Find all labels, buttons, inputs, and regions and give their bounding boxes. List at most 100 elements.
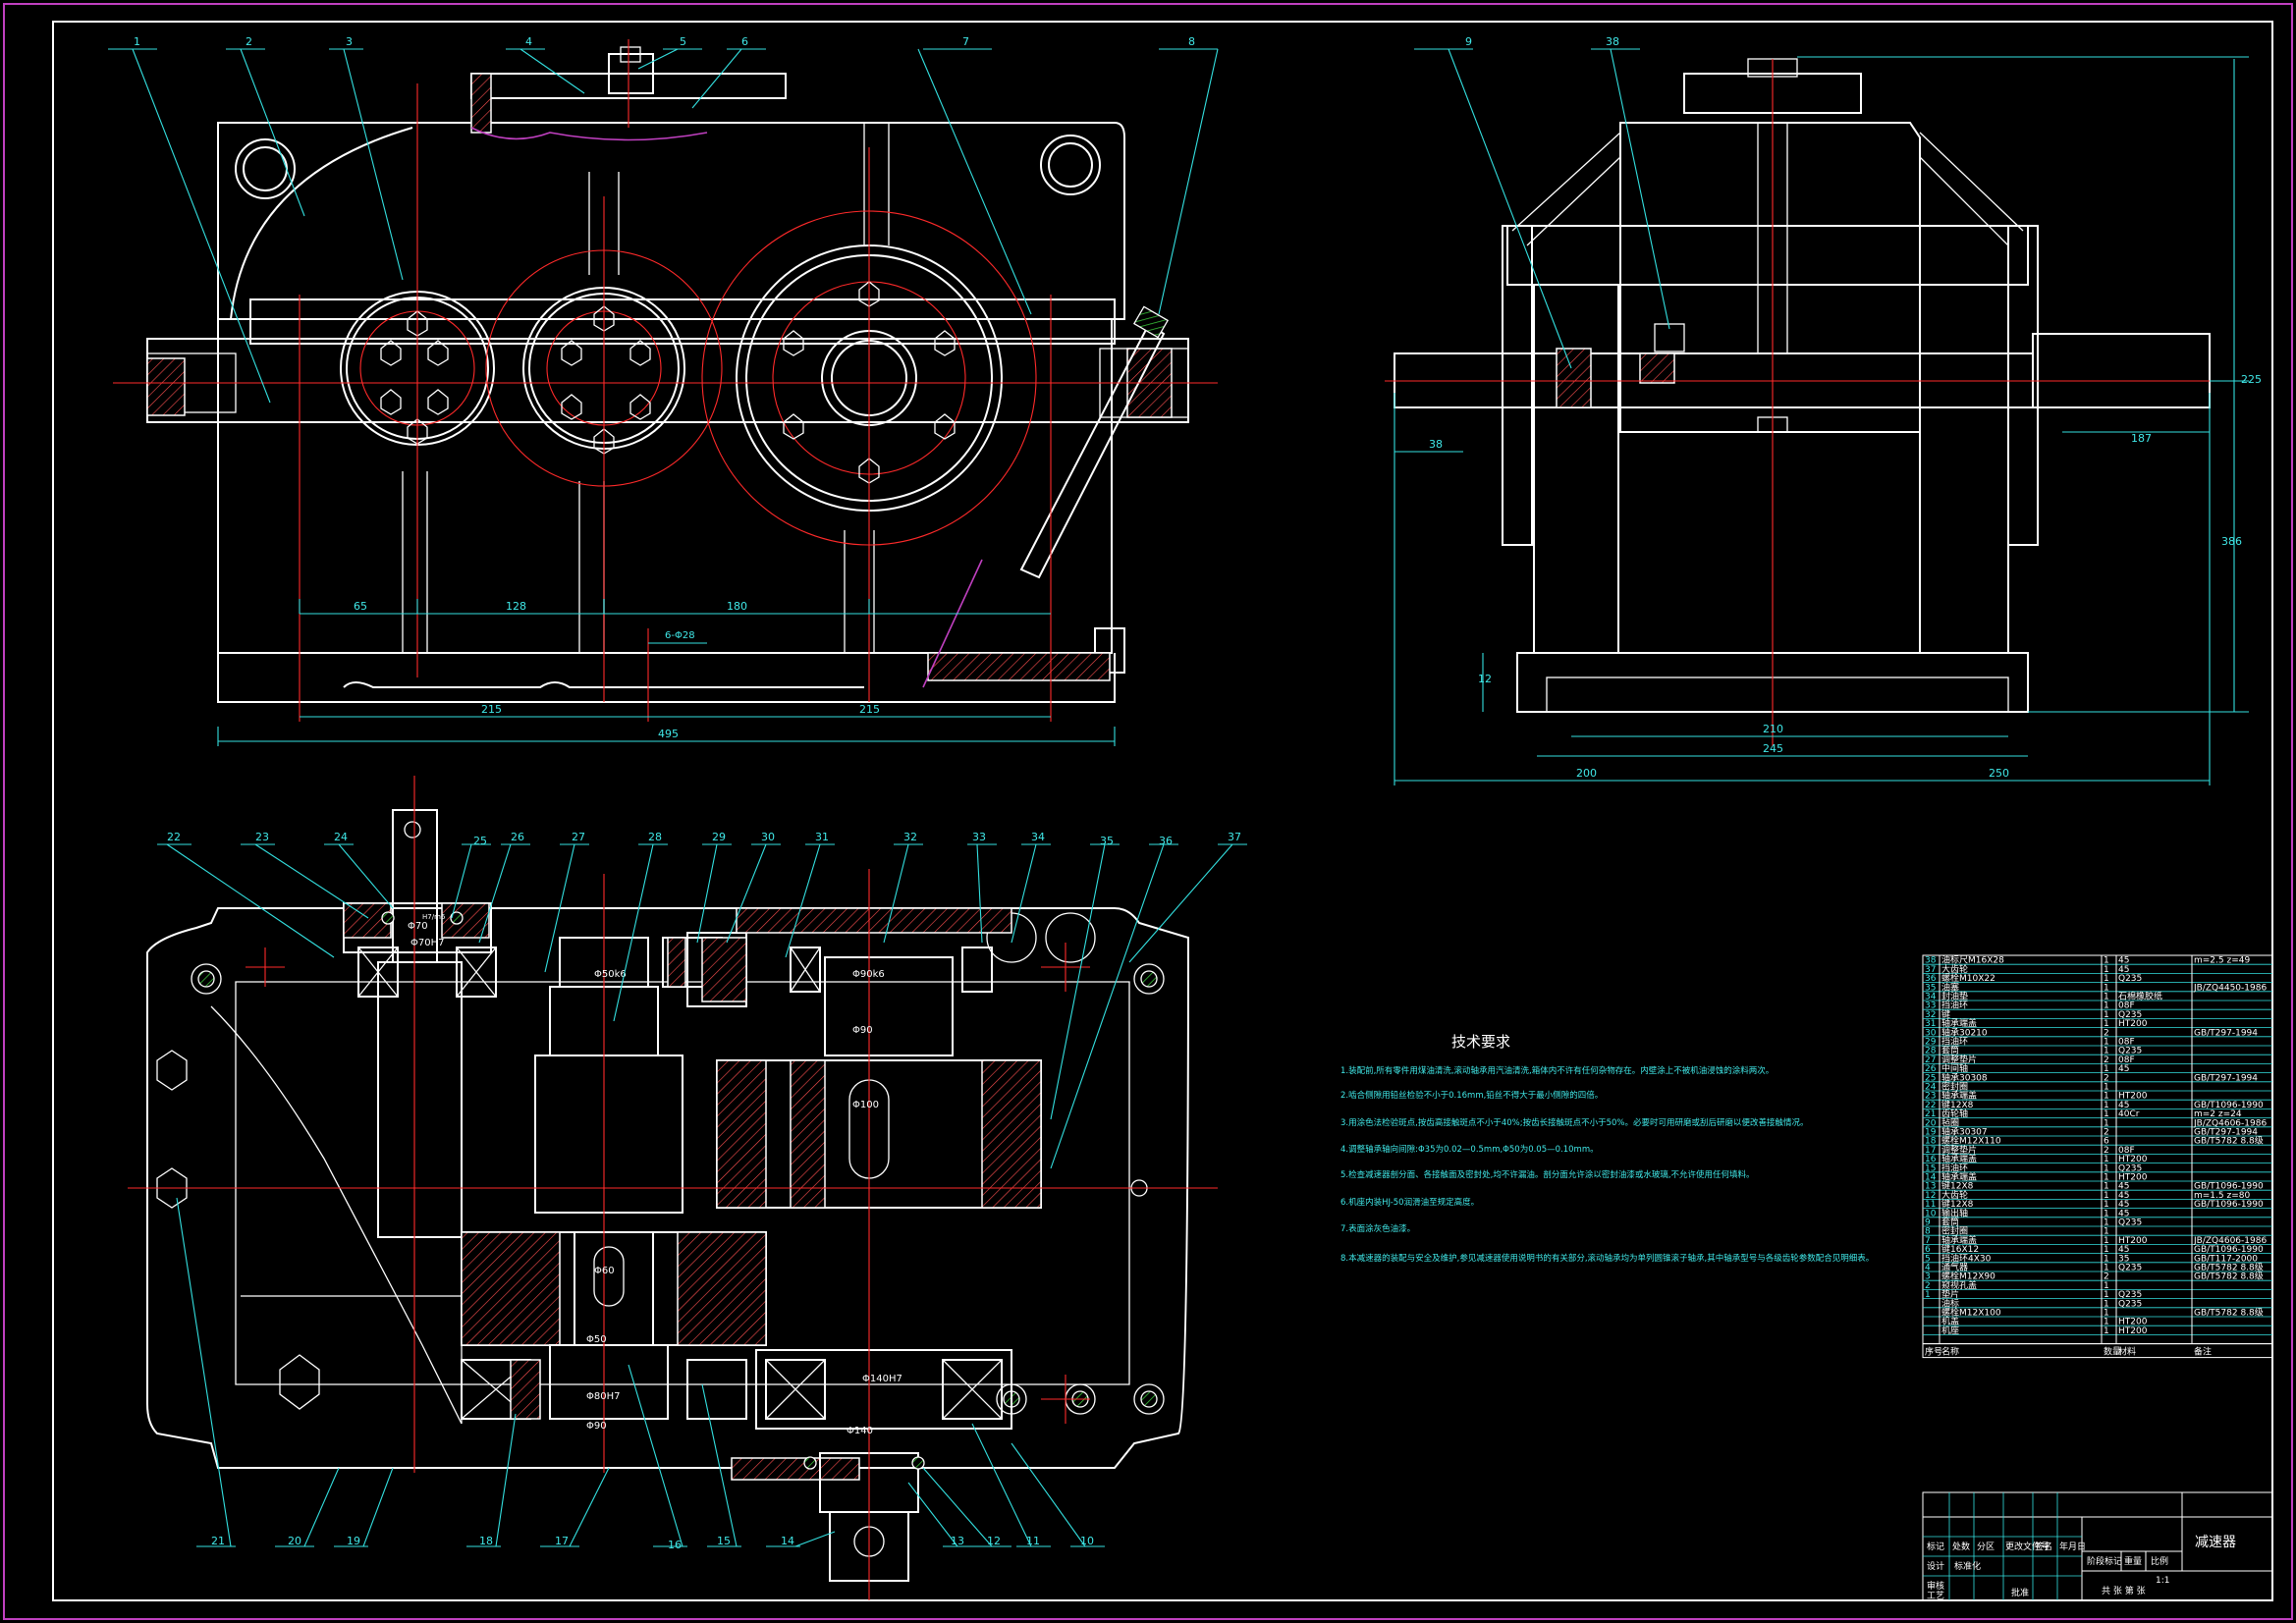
parts-cell-qty: 1 bbox=[2104, 1001, 2109, 1011]
parts-cell-no: 35 bbox=[1925, 983, 1936, 993]
drawing-title: 减速器 bbox=[2195, 1535, 2236, 1550]
parts-cell-qty: 1 bbox=[2104, 1191, 2109, 1201]
balloon-7: 7 bbox=[962, 35, 969, 48]
parts-cell-no: 36 bbox=[1925, 974, 1937, 984]
parts-cell-note: GB/T1096-1990 bbox=[2194, 1200, 2264, 1210]
parts-header-mat: 材料 bbox=[2118, 1346, 2136, 1358]
balloon-24: 24 bbox=[334, 831, 348, 843]
parts-cell-qty: 1 bbox=[2104, 1236, 2109, 1246]
fit-label-7: Φ60 bbox=[594, 1266, 615, 1276]
parts-cell-qty: 1 bbox=[2104, 1092, 2109, 1102]
parts-cell-name: 挡油环 bbox=[1941, 1162, 1968, 1173]
parts-cell-no: 14 bbox=[1925, 1173, 1937, 1183]
balloon-21: 21 bbox=[211, 1535, 225, 1547]
parts-cell-name: 螺栓M10X22 bbox=[1941, 972, 1995, 984]
parts-cell-name: 轴承端盖 bbox=[1941, 1171, 1977, 1183]
parts-cell-qty: 6 bbox=[2104, 1137, 2109, 1147]
parts-cell-no: 23 bbox=[1925, 1092, 1936, 1102]
parts-cell-qty: 1 bbox=[2104, 1245, 2109, 1255]
tb-process: 工艺 bbox=[1927, 1591, 1944, 1601]
tech-req-item-6: 6.机座内装HJ-50润滑油至规定高度。 bbox=[1340, 1197, 1479, 1208]
technical-requirements: 技术要求 1.装配前,所有零件用煤油清洗,滚动轴承用汽油清洗,箱体内不许有任何杂… bbox=[1340, 1033, 1874, 1264]
balloon-23: 23 bbox=[255, 831, 269, 843]
parts-cell-note: GB/T117-2000 bbox=[2194, 1254, 2258, 1264]
balloon-6: 6 bbox=[741, 35, 748, 48]
parts-cell-mat: 45 bbox=[2118, 1191, 2129, 1201]
parts-cell-qty: 1 bbox=[2104, 1118, 2109, 1128]
fit-label-4: Φ90k6 bbox=[852, 969, 885, 980]
parts-cell-no: 8 bbox=[1925, 1227, 1931, 1237]
balloon-18: 18 bbox=[479, 1535, 493, 1547]
parts-cell-no: 13 bbox=[1925, 1182, 1936, 1192]
parts-cell-no: 10 bbox=[1925, 1209, 1937, 1218]
balloon-9: 9 bbox=[1465, 35, 1472, 48]
parts-cell-name: 窥视孔盖 bbox=[1941, 1279, 1977, 1291]
balloon-31: 31 bbox=[815, 831, 829, 843]
parts-cell-qty: 1 bbox=[2104, 1209, 2109, 1218]
balloon-27: 27 bbox=[572, 831, 585, 843]
tb-date: 年月日 bbox=[2059, 1541, 2086, 1552]
tech-req-item-2: 2.啮合侧隙用铅丝检验不小于0.16mm,铅丝不得大于最小侧隙的四倍。 bbox=[1340, 1090, 1603, 1101]
parts-cell-qty: 1 bbox=[2104, 1109, 2109, 1119]
tb-review: 审核 bbox=[1927, 1580, 1944, 1592]
parts-cell-qty: 1 bbox=[2104, 1218, 2109, 1228]
parts-cell-note: m=1.5 z=80 bbox=[2194, 1191, 2250, 1201]
tb-zone: 分区 bbox=[1977, 1542, 1995, 1552]
parts-cell-note: GB/T297-1994 bbox=[2194, 1073, 2258, 1083]
parts-cell-name: 油塞 bbox=[1941, 981, 1959, 993]
parts-cell-qty: 1 bbox=[2104, 1309, 2109, 1319]
parts-cell-note: JB/ZQ4606-1986 bbox=[2193, 1118, 2267, 1128]
parts-cell-qty: 1 bbox=[2104, 1155, 2109, 1164]
parts-cell-name: 轴承端盖 bbox=[1941, 1234, 1977, 1246]
balloon-3: 3 bbox=[346, 35, 353, 48]
balloon-32: 32 bbox=[903, 831, 917, 843]
parts-cell-qty: 1 bbox=[2104, 956, 2109, 966]
tb-design: 设计 bbox=[1927, 1560, 1944, 1572]
parts-cell-qty: 1 bbox=[2104, 1254, 2109, 1264]
parts-cell-no: 3 bbox=[1925, 1272, 1931, 1282]
fit-label-12: Φ140 bbox=[847, 1426, 873, 1436]
parts-cell-note: GB/T5782 8.8级 bbox=[2194, 1307, 2264, 1319]
fit-label-1: Φ70 bbox=[408, 921, 428, 932]
side-dim-200: 200 bbox=[1576, 767, 1597, 780]
parts-cell-no: 34 bbox=[1925, 993, 1937, 1002]
parts-cell-no: 25 bbox=[1925, 1073, 1936, 1083]
parts-cell-mat: HT200 bbox=[2118, 1092, 2148, 1102]
fit-label-11: Φ140H7 bbox=[862, 1374, 902, 1384]
parts-cell-name: 挡油环 bbox=[1941, 1036, 1968, 1048]
parts-cell-name: 毡圈 bbox=[1941, 1116, 1959, 1128]
parts-cell-note: GB/T297-1994 bbox=[2194, 1028, 2258, 1038]
parts-header-no: 序号 bbox=[1925, 1346, 1942, 1358]
side-dim-38: 38 bbox=[1429, 438, 1443, 451]
balloon-1: 1 bbox=[134, 35, 140, 48]
parts-cell-name: 挡油环4X30 bbox=[1941, 1252, 1992, 1264]
parts-cell-no: 32 bbox=[1925, 1010, 1936, 1020]
parts-cell-no: 20 bbox=[1925, 1118, 1937, 1128]
parts-cell-qty: 1 bbox=[2104, 1227, 2109, 1237]
parts-cell-no: 24 bbox=[1925, 1083, 1937, 1093]
parts-cell-mat: HT200 bbox=[2118, 1318, 2148, 1327]
tech-req-title: 技术要求 bbox=[1451, 1033, 1510, 1051]
parts-cell-note: GB/T5782 8.8级 bbox=[2194, 1135, 2264, 1147]
parts-cell-qty: 1 bbox=[2104, 1326, 2109, 1336]
parts-cell-qty: 1 bbox=[2104, 1083, 2109, 1093]
parts-cell-qty: 1 bbox=[2104, 1318, 2109, 1327]
parts-cell-no: 17 bbox=[1925, 1146, 1936, 1156]
parts-cell-no: 7 bbox=[1925, 1236, 1931, 1246]
balloon-34: 34 bbox=[1031, 831, 1045, 843]
parts-cell-mat: Q235 bbox=[2118, 974, 2142, 984]
balloon-37: 37 bbox=[1228, 831, 1241, 843]
parts-cell-name: 密封圈 bbox=[1941, 1225, 1968, 1237]
parts-cell-mat: Q235 bbox=[2118, 1290, 2142, 1300]
parts-cell-no: 15 bbox=[1925, 1163, 1936, 1173]
parts-cell-mat: HT200 bbox=[2118, 1236, 2148, 1246]
balloon-5: 5 bbox=[680, 35, 686, 48]
parts-cell-name: 螺栓M12X90 bbox=[1941, 1271, 1995, 1282]
dim-495: 495 bbox=[658, 728, 679, 740]
parts-cell-no: 21 bbox=[1925, 1109, 1936, 1119]
parts-cell-name: 大齿轮 bbox=[1941, 1189, 1968, 1201]
parts-cell-mat: 40Cr bbox=[2118, 1109, 2140, 1119]
parts-cell-note: GB/T1096-1990 bbox=[2194, 1245, 2264, 1255]
parts-cell-qty: 1 bbox=[2104, 1182, 2109, 1192]
